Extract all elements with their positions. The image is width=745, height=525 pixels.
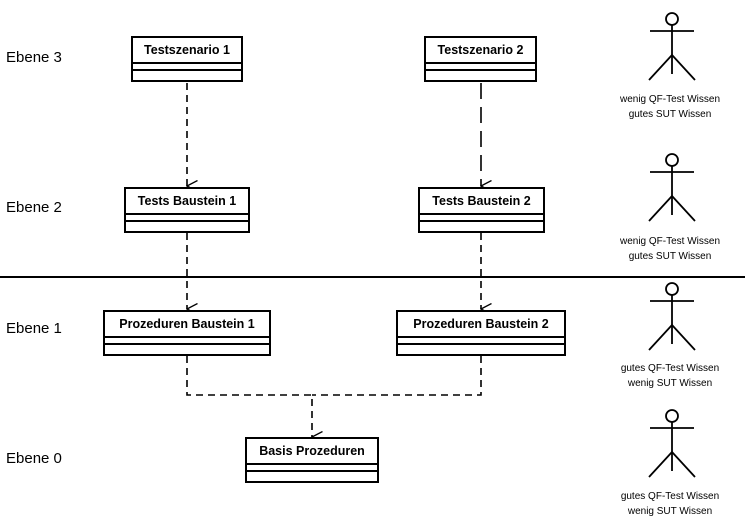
actor-caption-ebene3: wenig QF-Test Wissen gutes SUT Wissen <box>595 92 745 122</box>
box-compartment <box>426 64 535 71</box>
box-testszenario-2[interactable]: Testszenario 2 <box>424 36 537 82</box>
arrow-prozeduren-baustein1-to-basis <box>186 356 312 437</box>
box-title: Tests Baustein 2 <box>420 189 543 215</box>
box-title: Testszenario 1 <box>133 38 241 64</box>
box-title: Prozeduren Baustein 1 <box>105 312 269 338</box>
box-title: Basis Prozeduren <box>247 439 377 465</box>
actor-knowledge-qftest: wenig QF-Test Wissen <box>619 94 721 105</box>
actor-figure-ebene0 <box>648 409 696 478</box>
arrow-prozeduren-baustein2-to-basis <box>312 356 482 396</box>
actor-caption-ebene0: gutes QF-Test Wissen wenig SUT Wissen <box>595 489 745 519</box>
actor-caption-ebene2: wenig QF-Test Wissen gutes SUT Wissen <box>595 234 745 264</box>
box-prozeduren-baustein-2[interactable]: Prozeduren Baustein 2 <box>396 310 566 356</box>
actor-knowledge-sut: wenig SUT Wissen <box>627 378 713 389</box>
box-title: Prozeduren Baustein 2 <box>398 312 564 338</box>
actor-figure-ebene1 <box>648 282 696 351</box>
actor-caption-ebene1: gutes QF-Test Wissen wenig SUT Wissen <box>595 361 745 391</box>
level-label-ebene3: Ebene 3 <box>6 49 62 66</box>
box-compartment <box>105 338 269 345</box>
level-label-ebene0: Ebene 0 <box>6 450 62 467</box>
actor-knowledge-qftest: wenig QF-Test Wissen <box>619 236 721 247</box>
box-compartment <box>420 215 543 222</box>
box-tests-baustein-1[interactable]: Tests Baustein 1 <box>124 187 250 233</box>
box-compartment <box>133 64 241 71</box>
actor-knowledge-qftest: gutes QF-Test Wissen <box>620 491 720 502</box>
box-compartment <box>247 465 377 472</box>
actor-figure-ebene3 <box>648 12 696 81</box>
box-tests-baustein-2[interactable]: Tests Baustein 2 <box>418 187 545 233</box>
actor-knowledge-sut: gutes SUT Wissen <box>628 109 712 120</box>
actor-knowledge-sut: gutes SUT Wissen <box>628 251 712 262</box>
box-compartment <box>398 338 564 345</box>
box-title: Testszenario 2 <box>426 38 535 64</box>
box-testszenario-1[interactable]: Testszenario 1 <box>131 36 243 82</box>
level-label-ebene2: Ebene 2 <box>6 199 62 216</box>
box-compartment <box>126 215 248 222</box>
actor-knowledge-qftest: gutes QF-Test Wissen <box>620 363 720 374</box>
actor-knowledge-sut: wenig SUT Wissen <box>627 506 713 517</box>
actor-figure-ebene2 <box>648 153 696 222</box>
box-basis-prozeduren[interactable]: Basis Prozeduren <box>245 437 379 483</box>
level-label-ebene1: Ebene 1 <box>6 320 62 337</box>
box-title: Tests Baustein 1 <box>126 189 248 215</box>
box-prozeduren-baustein-1[interactable]: Prozeduren Baustein 1 <box>103 310 271 356</box>
